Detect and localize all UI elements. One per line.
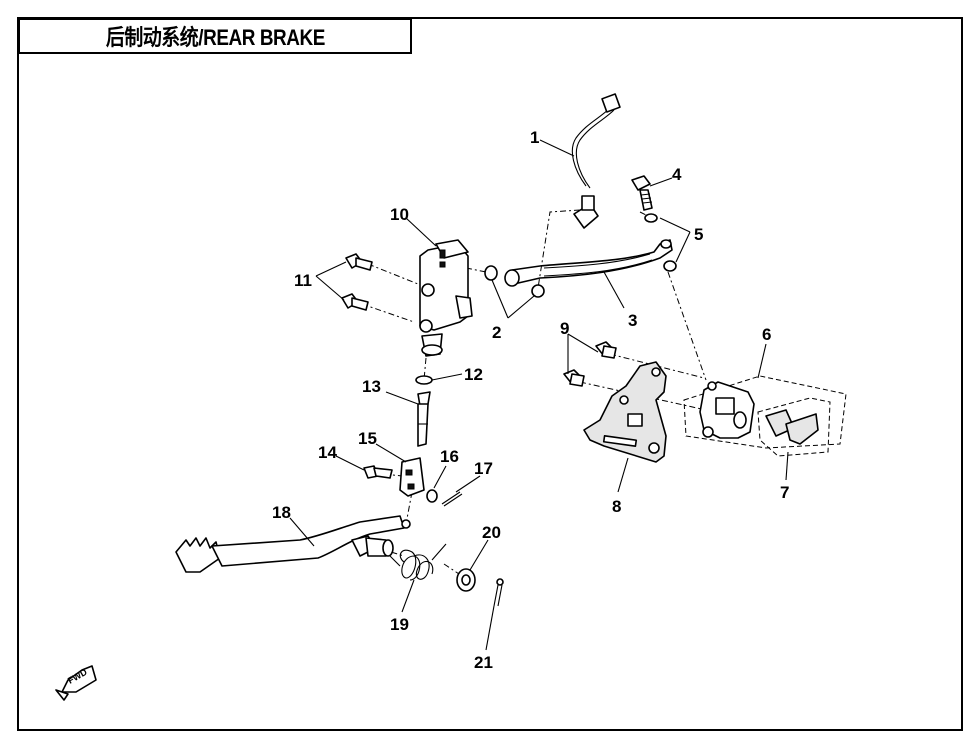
brake-pads-box — [757, 397, 831, 457]
part-brake-hose — [504, 239, 673, 287]
part-brake-switch — [571, 93, 621, 229]
label-11: 11 — [294, 271, 312, 290]
label-21: 21 — [474, 653, 493, 672]
label-5: 5 — [694, 225, 703, 244]
label-8: 8 — [612, 497, 621, 516]
part-bolts-11 — [341, 253, 373, 311]
part-circlip — [415, 375, 433, 385]
part-clevis — [399, 457, 425, 497]
forward-arrow-icon: FWD — [55, 665, 97, 701]
part-brake-pedal — [175, 515, 411, 573]
part-washer-16 — [426, 489, 438, 503]
label-16: 16 — [440, 447, 459, 466]
part-washers-2 — [484, 265, 545, 298]
caliper-assembly-box — [683, 375, 847, 449]
drawing-frame — [17, 17, 963, 731]
part-master-cylinder — [419, 239, 473, 357]
part-washers-5 — [644, 213, 677, 272]
part-number-labels: 1 2 3 4 5 6 7 8 9 10 11 12 13 14 15 16 1… — [272, 128, 789, 672]
part-bolt-14 — [363, 465, 393, 479]
label-20: 20 — [482, 523, 501, 542]
part-push-rod — [417, 391, 431, 447]
label-2: 2 — [492, 323, 501, 342]
label-6: 6 — [762, 325, 771, 344]
label-13: 13 — [362, 377, 381, 396]
label-10: 10 — [390, 205, 409, 224]
part-caliper — [699, 381, 755, 439]
label-12: 12 — [464, 365, 483, 384]
part-cotter-pin-17 — [441, 491, 463, 507]
part-cotter-pin-21 — [493, 578, 504, 607]
part-washer-20 — [456, 568, 476, 592]
label-4: 4 — [672, 165, 682, 184]
label-9: 9 — [560, 319, 569, 338]
part-caliper-bolts — [563, 341, 617, 387]
page-title: 后制动系统/REAR BRAKE — [105, 25, 325, 50]
part-brake-pads — [765, 409, 819, 445]
label-1: 1 — [530, 128, 539, 147]
label-15: 15 — [358, 429, 377, 448]
part-caliper-bracket — [583, 361, 667, 463]
label-19: 19 — [390, 615, 409, 634]
label-7: 7 — [780, 483, 789, 502]
leader-lines — [289, 139, 789, 651]
label-18: 18 — [272, 503, 291, 522]
label-3: 3 — [628, 311, 637, 330]
part-banjo-bolt — [631, 175, 653, 211]
part-return-spring — [389, 543, 447, 581]
label-17: 17 — [474, 459, 493, 478]
label-14: 14 — [318, 443, 337, 462]
